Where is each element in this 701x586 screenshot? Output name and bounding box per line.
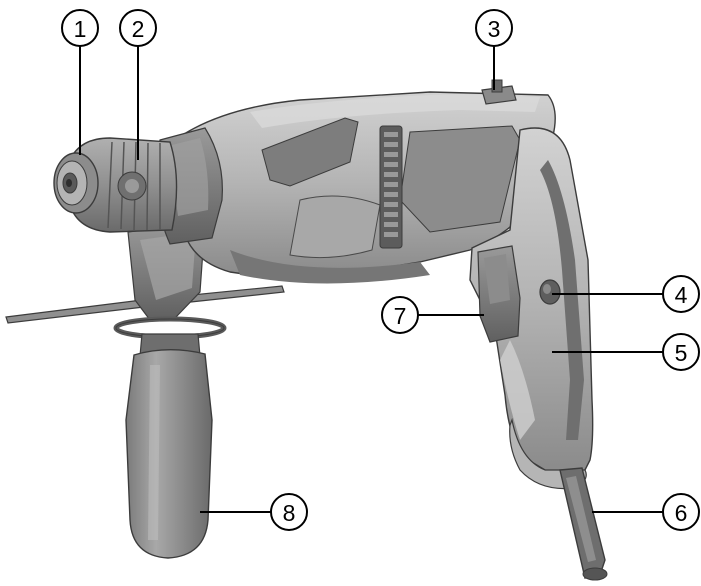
- main-handle: [469, 127, 594, 490]
- callout-circle-6: [662, 493, 700, 531]
- chuck-nose: [53, 152, 99, 214]
- drill-illustration: [5, 79, 608, 581]
- callout-label-7: 7: [394, 303, 407, 329]
- callout-6: 6: [592, 493, 700, 531]
- callout-label-5: 5: [675, 340, 688, 366]
- callout-label-2: 2: [132, 16, 145, 42]
- callout-circle-8: [270, 493, 308, 531]
- ventilation-slots: [379, 125, 403, 249]
- trigger-switch: [477, 245, 521, 343]
- power-cable: [559, 467, 608, 581]
- callout-label-8: 8: [283, 500, 296, 526]
- callout-label-4: 4: [675, 282, 688, 308]
- callout-circle-1: [61, 9, 99, 47]
- mode-selector: [481, 79, 517, 105]
- callout-8: 8: [200, 493, 308, 531]
- callout-3: 3: [475, 9, 513, 90]
- callout-circle-3: [475, 9, 513, 47]
- lock-button: [539, 279, 561, 305]
- callout-4: 4: [552, 275, 700, 313]
- motor-housing: [174, 91, 556, 284]
- callout-circle-4: [662, 275, 700, 313]
- tool-chuck: [69, 137, 178, 233]
- callout-label-3: 3: [488, 16, 501, 42]
- callout-7: 7: [381, 296, 484, 334]
- callout-circle-5: [662, 333, 700, 371]
- callout-2: 2: [119, 9, 157, 160]
- callouts: 1 2 3 4 5 6: [61, 9, 700, 531]
- callout-circle-7: [381, 296, 419, 334]
- callout-label-6: 6: [675, 500, 688, 526]
- auxiliary-handle: [113, 221, 227, 559]
- callout-5: 5: [552, 333, 700, 371]
- callout-1: 1: [61, 9, 99, 155]
- callout-circle-2: [119, 9, 157, 47]
- callout-label-1: 1: [74, 16, 87, 42]
